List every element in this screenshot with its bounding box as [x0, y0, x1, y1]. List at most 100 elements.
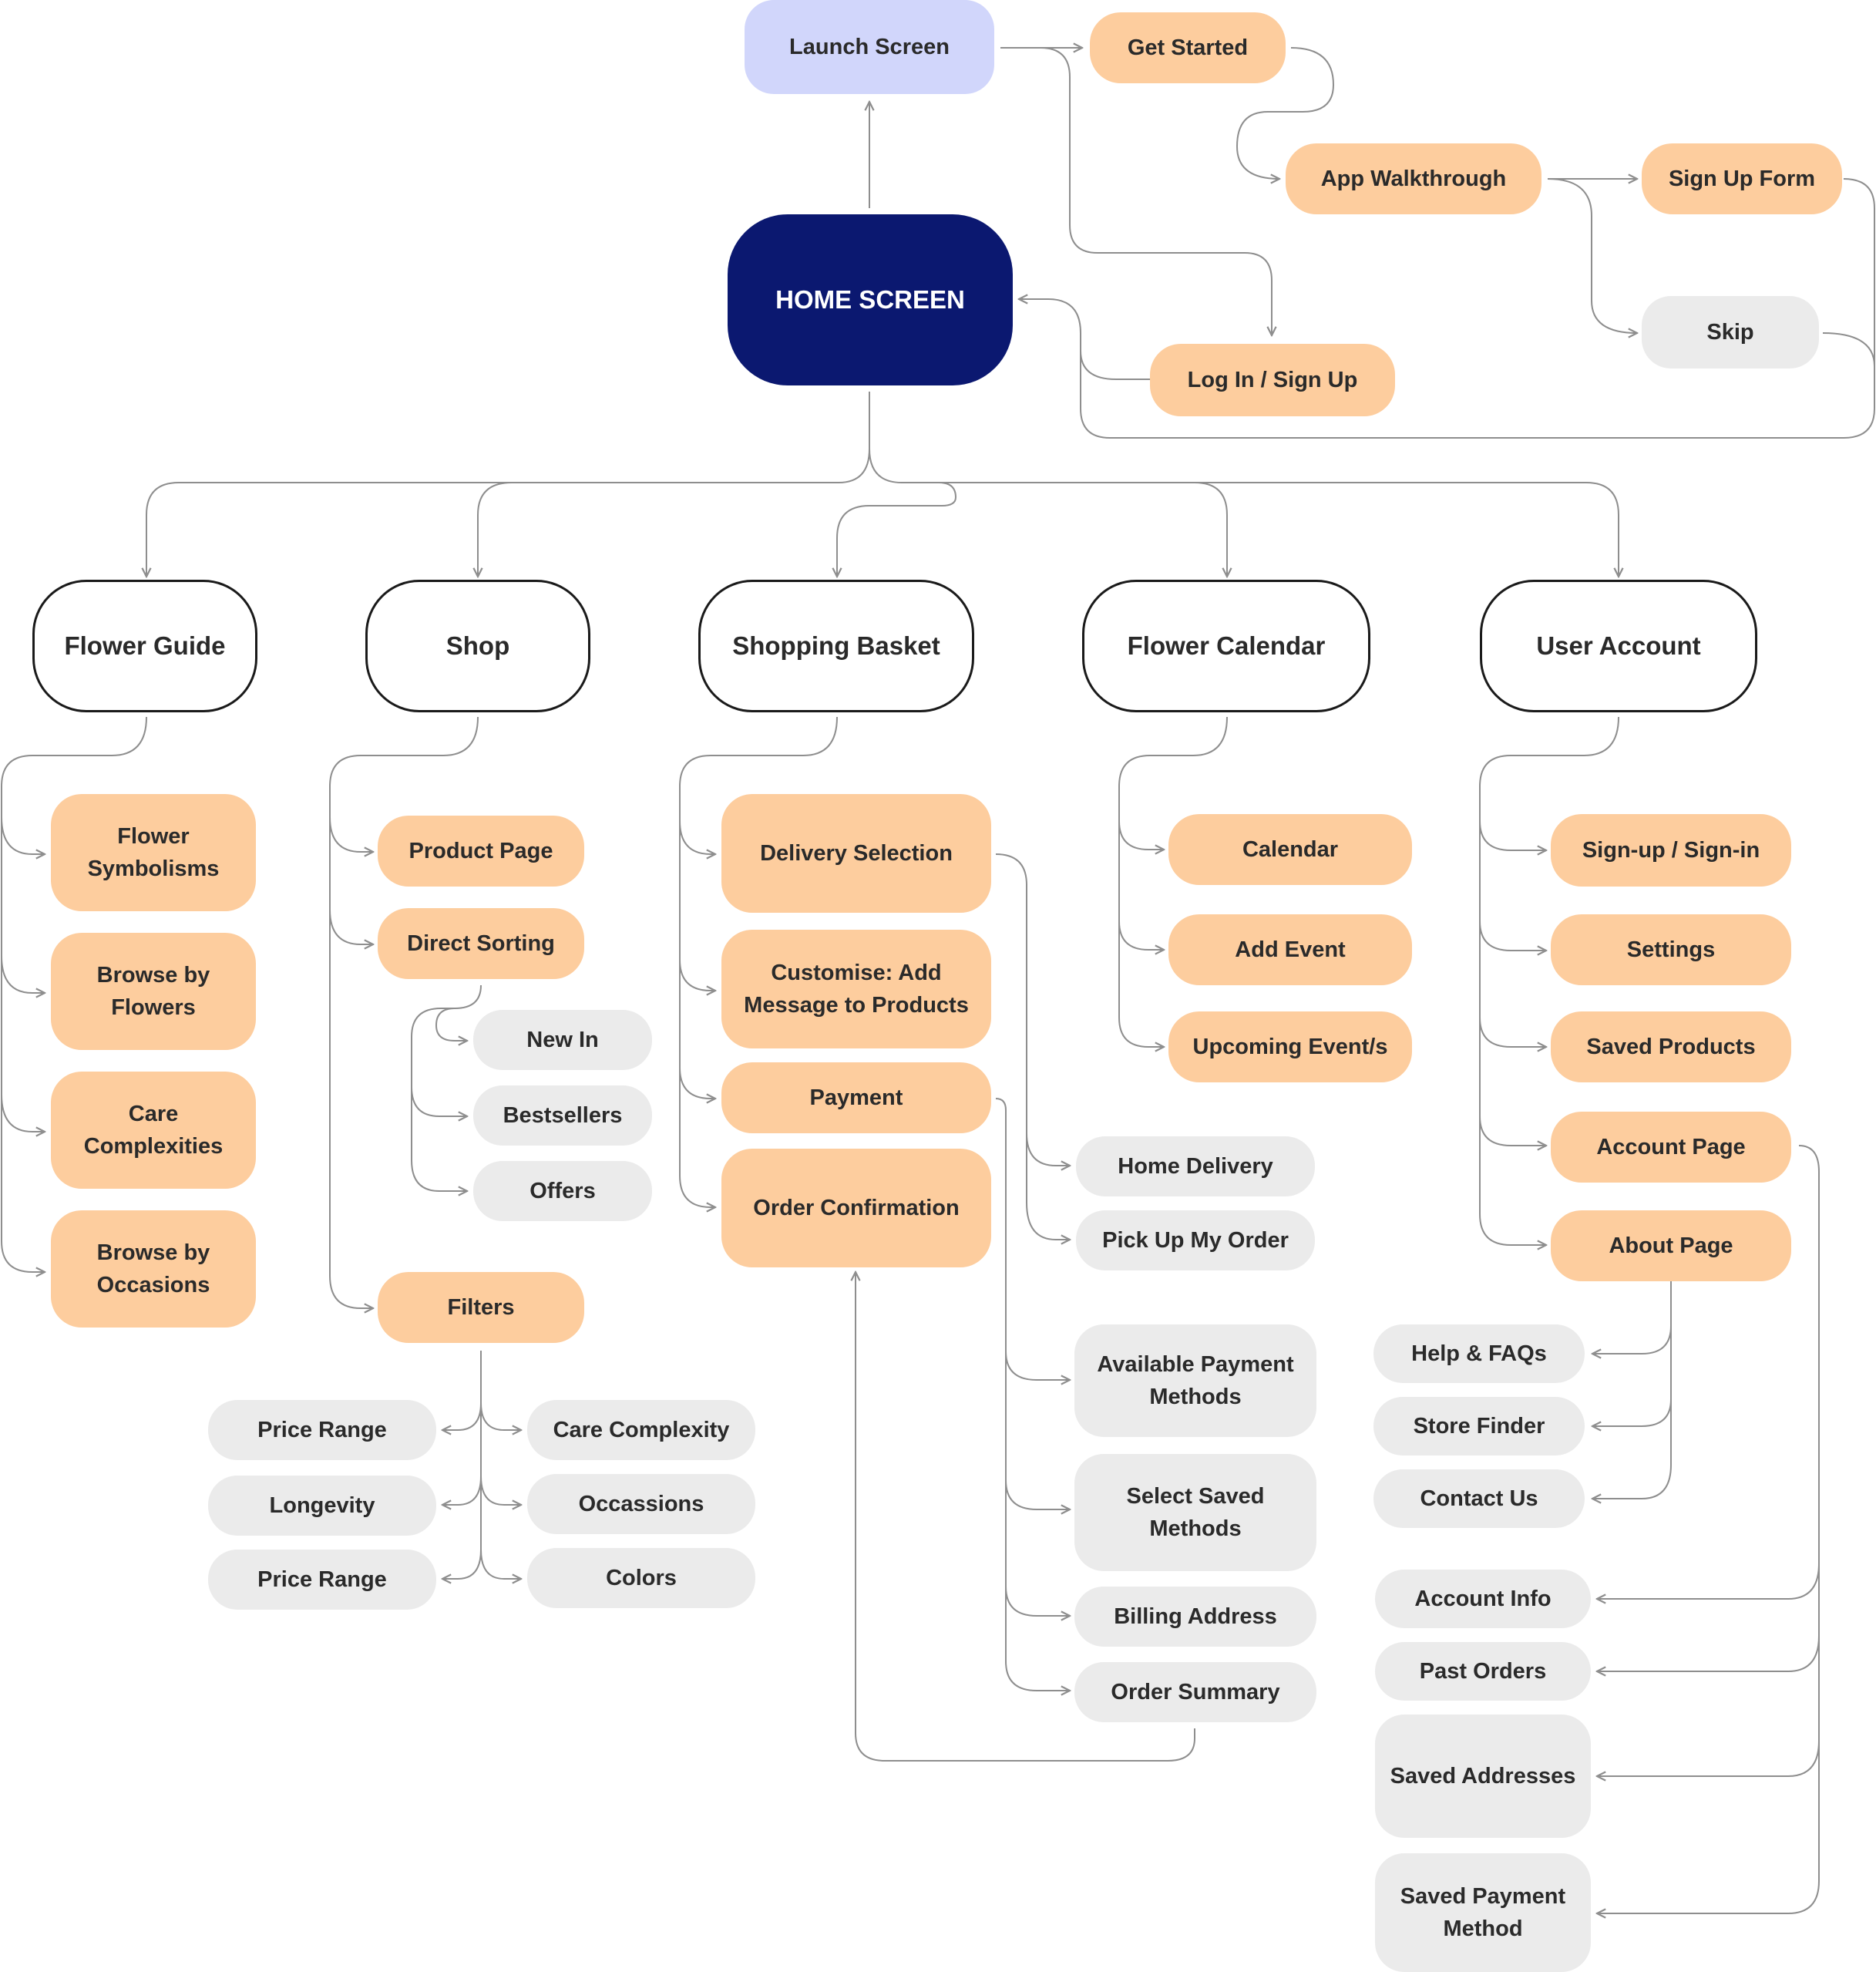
- node-flower-calendar[interactable]: Flower Calendar: [1082, 580, 1370, 712]
- node-customise-message[interactable]: Customise: Add Message to Products: [721, 930, 991, 1048]
- node-label: Upcoming Event/s: [1192, 1034, 1388, 1059]
- node-calendar[interactable]: Calendar: [1168, 814, 1412, 885]
- node-label: Settings: [1626, 937, 1716, 962]
- node-offers[interactable]: Offers: [473, 1161, 652, 1221]
- node-label: Log In / Sign Up: [1187, 367, 1358, 392]
- node-filters[interactable]: Filters: [378, 1272, 584, 1343]
- node-care-complexities[interactable]: Care Complexities: [51, 1072, 256, 1189]
- node-browse-by-occasions[interactable]: Browse by Occasions: [51, 1210, 256, 1328]
- node-browse-by-flowers[interactable]: Browse by Flowers: [51, 933, 256, 1050]
- node-label: Help & FAQs: [1411, 1341, 1547, 1366]
- link-account-pastorders: [1597, 1635, 1820, 1671]
- node-home-screen[interactable]: HOME SCREEN: [728, 214, 1013, 385]
- node-label: Pick Up My Order: [1102, 1227, 1289, 1253]
- link-login-home: [1080, 350, 1150, 380]
- node-care-complexity[interactable]: Care Complexity: [527, 1400, 755, 1460]
- node-order-summary[interactable]: Order Summary: [1074, 1662, 1316, 1722]
- node-skip[interactable]: Skip: [1642, 296, 1819, 368]
- node-help-faqs[interactable]: Help & FAQs: [1373, 1324, 1585, 1383]
- node-label: Longevity: [269, 1492, 375, 1518]
- node-app-walkthrough[interactable]: App Walkthrough: [1286, 143, 1541, 214]
- node-label: Past Orders: [1419, 1658, 1547, 1684]
- node-direct-sorting[interactable]: Direct Sorting: [378, 908, 584, 979]
- node-label: Contact Us: [1420, 1486, 1538, 1511]
- link-account-info: [1597, 1563, 1820, 1599]
- link-signup-skip-home: [1019, 178, 1875, 439]
- node-colors[interactable]: Colors: [527, 1548, 755, 1608]
- node-label: Saved Addresses: [1390, 1763, 1576, 1789]
- node-add-event[interactable]: Add Event: [1168, 914, 1412, 985]
- node-bestsellers[interactable]: Bestsellers: [473, 1085, 652, 1146]
- link-filters-pricerange1: [442, 1402, 482, 1430]
- node-order-confirmation[interactable]: Order Confirmation: [721, 1149, 991, 1267]
- node-saved-products[interactable]: Saved Products: [1551, 1011, 1791, 1082]
- node-account-page[interactable]: Account Page: [1551, 1112, 1791, 1183]
- node-label: Flower Calendar: [1127, 631, 1326, 661]
- node-label: Shop: [445, 631, 510, 661]
- node-label: Price Range: [257, 1417, 387, 1442]
- node-log-in-sign-up[interactable]: Log In / Sign Up: [1150, 344, 1395, 416]
- node-shop[interactable]: Shop: [365, 580, 590, 712]
- node-label: Browse by Occasions: [96, 1240, 210, 1297]
- node-flower-guide[interactable]: Flower Guide: [32, 580, 257, 712]
- node-occassions[interactable]: Occassions: [527, 1474, 755, 1534]
- link-about-contact: [1592, 1464, 1672, 1499]
- link-basket-branch: [679, 716, 838, 1207]
- node-billing-address[interactable]: Billing Address: [1074, 1587, 1316, 1647]
- node-label: Browse by Flowers: [96, 962, 210, 1020]
- link-account-addresses: [1597, 1740, 1820, 1776]
- node-delivery-selection[interactable]: Delivery Selection: [721, 794, 991, 913]
- node-home-delivery[interactable]: Home Delivery: [1076, 1136, 1315, 1196]
- node-label: Filters: [447, 1294, 515, 1320]
- node-user-account[interactable]: User Account: [1480, 580, 1757, 712]
- node-payment[interactable]: Payment: [721, 1062, 991, 1133]
- node-label: Account Info: [1414, 1586, 1552, 1611]
- link-delivery-pickup: [1026, 1202, 1070, 1240]
- node-pick-up-my-order[interactable]: Pick Up My Order: [1076, 1210, 1315, 1270]
- node-price-range-1[interactable]: Price Range: [208, 1400, 436, 1460]
- node-longevity[interactable]: Longevity: [208, 1476, 436, 1536]
- link-delivery-home: [995, 853, 1070, 1166]
- node-label: App Walkthrough: [1320, 166, 1507, 191]
- node-label: Available Payment Methods: [1097, 1351, 1294, 1409]
- link-filters-occassions: [480, 1476, 521, 1505]
- node-label: Skip: [1706, 319, 1754, 345]
- node-saved-payment-method[interactable]: Saved Payment Method: [1375, 1853, 1591, 1972]
- node-available-payment-methods[interactable]: Available Payment Methods: [1074, 1324, 1316, 1437]
- node-new-in[interactable]: New In: [473, 1010, 652, 1070]
- node-flower-symbolisms[interactable]: Flower Symbolisms: [51, 794, 256, 911]
- node-label: Direct Sorting: [407, 930, 555, 956]
- node-saved-addresses[interactable]: Saved Addresses: [1375, 1715, 1591, 1838]
- node-about-page[interactable]: About Page: [1551, 1210, 1791, 1281]
- link-home-calendar: [902, 482, 1227, 577]
- node-label: Sign Up Form: [1668, 166, 1816, 191]
- node-launch-screen[interactable]: Launch Screen: [745, 0, 994, 94]
- link-fg-symbolisms: [1, 816, 45, 854]
- node-price-range-2[interactable]: Price Range: [208, 1550, 436, 1610]
- link-shop-product: [329, 816, 373, 852]
- node-past-orders[interactable]: Past Orders: [1375, 1642, 1591, 1701]
- node-label: Order Summary: [1111, 1679, 1280, 1704]
- node-sign-up-form[interactable]: Sign Up Form: [1642, 143, 1842, 214]
- link-home-shop: [478, 482, 513, 577]
- node-get-started[interactable]: Get Started: [1090, 12, 1286, 83]
- node-label: Account Page: [1596, 1134, 1746, 1159]
- link-filters-longevity: [442, 1476, 482, 1505]
- node-settings[interactable]: Settings: [1551, 914, 1791, 985]
- link-walkthrough-skip: [1547, 178, 1637, 333]
- node-select-saved-methods[interactable]: Select Saved Methods: [1074, 1454, 1316, 1571]
- link-ua-accountpage: [1479, 1116, 1546, 1146]
- node-store-finder[interactable]: Store Finder: [1373, 1397, 1585, 1455]
- node-account-info[interactable]: Account Info: [1375, 1570, 1591, 1628]
- node-shopping-basket[interactable]: Shopping Basket: [698, 580, 974, 712]
- node-label: User Account: [1536, 631, 1701, 661]
- node-label: Order Confirmation: [753, 1195, 960, 1220]
- node-label: Product Page: [408, 838, 553, 863]
- node-label: Payment: [809, 1085, 903, 1110]
- node-label: Saved Products: [1586, 1034, 1756, 1059]
- link-skip-loop: [1822, 332, 1875, 367]
- node-contact-us[interactable]: Contact Us: [1373, 1469, 1585, 1528]
- node-sign-up-sign-in[interactable]: Sign-up / Sign-in: [1551, 814, 1791, 887]
- node-product-page[interactable]: Product Page: [378, 816, 584, 887]
- node-upcoming-events[interactable]: Upcoming Event/s: [1168, 1011, 1412, 1082]
